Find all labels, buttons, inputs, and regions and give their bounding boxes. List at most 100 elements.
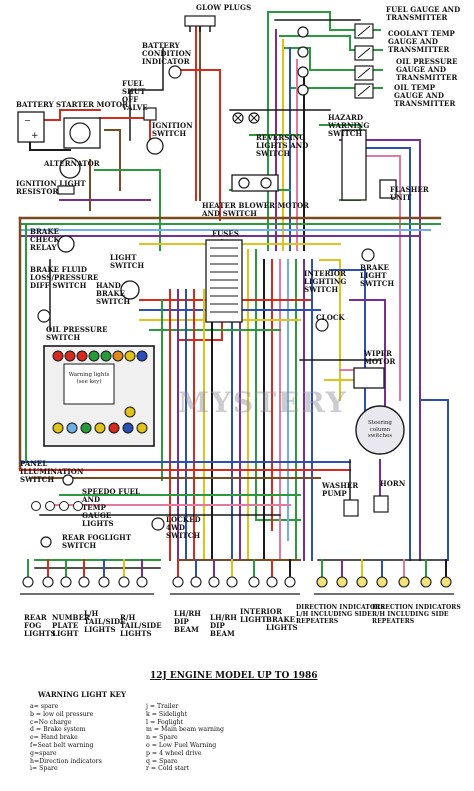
key-item: d = Brake system [30, 726, 86, 734]
key-item: c=No charge [30, 718, 72, 726]
label-locked-4wd: LOCKED 4WD SWITCH [166, 515, 201, 540]
ignition-switch-symbol [146, 137, 164, 155]
watermark: MYSTERY [178, 386, 348, 419]
oil-pressure-switch-symbol [37, 309, 51, 323]
resistor-symbol [57, 185, 75, 195]
label-battery-condition: BATTERY CONDITION INDICATOR [142, 41, 192, 66]
label-hand-brake-switch: HAND BRAKE SWITCH [96, 281, 131, 306]
fuel-shut-off-valve-symbol [143, 107, 157, 121]
key-item: e= Hand brake [30, 734, 78, 742]
warning-lamps [52, 350, 148, 434]
diagram-title: 12J ENGINE MODEL UP TO 1986 [150, 671, 318, 681]
label-ignition-switch: IGNITION SWITCH [152, 121, 193, 138]
key-item: a= spare [30, 703, 59, 710]
panel-illumination-switch-symbol [62, 474, 74, 486]
starter-motor-symbol [63, 117, 101, 149]
bottom-lamps [22, 576, 452, 588]
reversing-lights-symbol [232, 112, 260, 124]
label-fuel-gauge: FUEL GAUGE AND TRANSMITTER [386, 5, 461, 22]
gauge-transmitters [297, 23, 374, 99]
label-starter-motor: STARTER MOTOR [56, 100, 129, 109]
label-brake-lights: BRAKE LIGHTS [266, 615, 298, 632]
label-ignition-light-resistor: IGNITION LIGHT RESISTOR [16, 179, 86, 196]
fuse-block-symbol [205, 239, 243, 323]
clock-symbol [315, 318, 329, 332]
key-item: m = Main beam warning [146, 726, 224, 734]
svg-text:−: − [24, 116, 31, 125]
label-wiper-motor: WIPER MOTOR [364, 349, 396, 366]
flasher-unit-symbol [379, 179, 397, 199]
label-rear-fog-lights: REAR FOG LIGHTS [24, 613, 56, 638]
label-fuel-shut-off: FUEL SHUT OFF VALVE [122, 79, 148, 112]
battery-symbol: − + [17, 111, 45, 143]
label-brake-light-switch: BRAKE LIGHT SWITCH [360, 263, 395, 288]
label-heater-blower: HEATER BLOWER MOTOR AND SWITCH [202, 201, 310, 218]
label-hazard-switch: HAZARD WARNING SWITCH [328, 113, 370, 138]
key-item: k = Sidelight [146, 710, 188, 718]
rear-foglight-switch-symbol [40, 536, 52, 548]
label-fuses: FUSES [212, 229, 240, 238]
heater-blower-symbol [231, 174, 279, 192]
locked-4wd-switch-symbol [151, 517, 165, 531]
key-item: q = Spare [146, 757, 178, 765]
label-oil-pressure-gauge: OIL PRESSURE GAUGE AND TRANSMITTER [396, 57, 458, 82]
label-number-plate-light: NUMBER PLATE LIGHT [52, 613, 90, 638]
steering-column-switches-symbol [355, 405, 405, 455]
label-rh-tail-side: R/H TAIL/SIDE LIGHTS [120, 613, 162, 638]
label-reversing-lights: REVERSING LIGHTS AND SWITCH [256, 133, 309, 158]
label-direction-indicators-rh: DIRECTION INDICATORS R/H INCLUDING SIDE … [372, 604, 461, 625]
label-brake-check-relay: BRAKE CHECK RELAY [30, 227, 60, 252]
label-washer-pump: WASHER PUMP [322, 481, 359, 498]
label-alternator: ALTERNATOR [44, 159, 100, 168]
key-item: n = Spare [146, 734, 178, 742]
key-item: p = 4 wheel drive [146, 749, 202, 757]
label-battery: BATTERY [16, 100, 54, 109]
wiper-motor-symbol [353, 367, 385, 389]
glow-plugs-symbol [184, 15, 216, 32]
key-item: o = Low Fuel Warning [146, 741, 217, 749]
label-coolant-temp: COOLANT TEMP GAUGE AND TRANSMITTER [388, 29, 455, 54]
light-switch-symbol [120, 280, 140, 300]
key-item: l = Foglight [146, 718, 184, 726]
key-item: i= Spare [30, 765, 58, 773]
label-oil-temp: OIL TEMP GAUGE AND TRANSMITTER [394, 83, 456, 108]
key-item: h=Direction indicators [30, 757, 102, 765]
label-oil-pressure-switch: OIL PRESSURE SWITCH [46, 325, 108, 342]
brake-check-relay-symbol [57, 235, 75, 253]
label-interior-light: INTERIOR LIGHT [240, 607, 283, 624]
label-brake-fluid: BRAKE FLUID LOSS/PRESSURE DIFF SWITCH [30, 265, 99, 290]
label-flasher-unit: FLASHER UNIT [390, 185, 429, 202]
brake-light-switch-symbol [361, 248, 375, 262]
label-lh-tail-side: L/H TAIL/SIDE LIGHTS [84, 609, 126, 634]
horn-symbol [373, 495, 389, 513]
label-horn: HORN [380, 479, 406, 488]
key-item: j = Trailer [146, 703, 179, 710]
warning-key-heading: WARNING LIGHT KEY [38, 690, 126, 699]
label-glow-plugs: GLOW PLUGS [196, 3, 252, 12]
warning-key-left: a= spare b = low oil pressure c=No charg… [30, 703, 102, 773]
alternator-symbol [59, 157, 81, 179]
label-direction-indicators-lh: DIRECTION INDICATORS L/H INCLUDING SIDE … [296, 604, 385, 625]
key-item: f=Seat belt warning [30, 741, 94, 749]
key-item: r = Cold start [146, 765, 190, 773]
wires [18, 11, 449, 581]
key-item: g=spare [30, 749, 57, 757]
label-interior-lighting-switch: INTERIOR LIGHTING SWITCH [304, 269, 347, 294]
label-clock: CLOCK [316, 313, 345, 322]
components: − + [17, 15, 454, 595]
svg-text:+: + [31, 131, 39, 141]
battery-condition-indicator-symbol [168, 65, 182, 79]
label-warning-lights: Warning lights (see key) [68, 372, 110, 385]
label-panel-illumination: PANEL ILLUMINATION SWITCH [20, 459, 84, 484]
hazard-switch-symbol [341, 129, 367, 201]
label-light-switch: LIGHT SWITCH [110, 253, 145, 270]
washer-pump-symbol [343, 499, 359, 517]
label-steering-column: Steering column switches [367, 420, 393, 439]
label-rear-foglight-switch: REAR FOGLIGHT SWITCH [62, 533, 132, 550]
label-lhrh-dip-beam-2: LH/RH DIP BEAM [210, 613, 238, 638]
warning-key-right: j = Trailer k = Sidelight l = Foglight m… [146, 703, 224, 773]
key-item: b = low oil pressure [30, 710, 94, 718]
label-speedo-fuel: SPEEDO FUEL AND TEMP GAUGE LIGHTS [82, 487, 141, 528]
